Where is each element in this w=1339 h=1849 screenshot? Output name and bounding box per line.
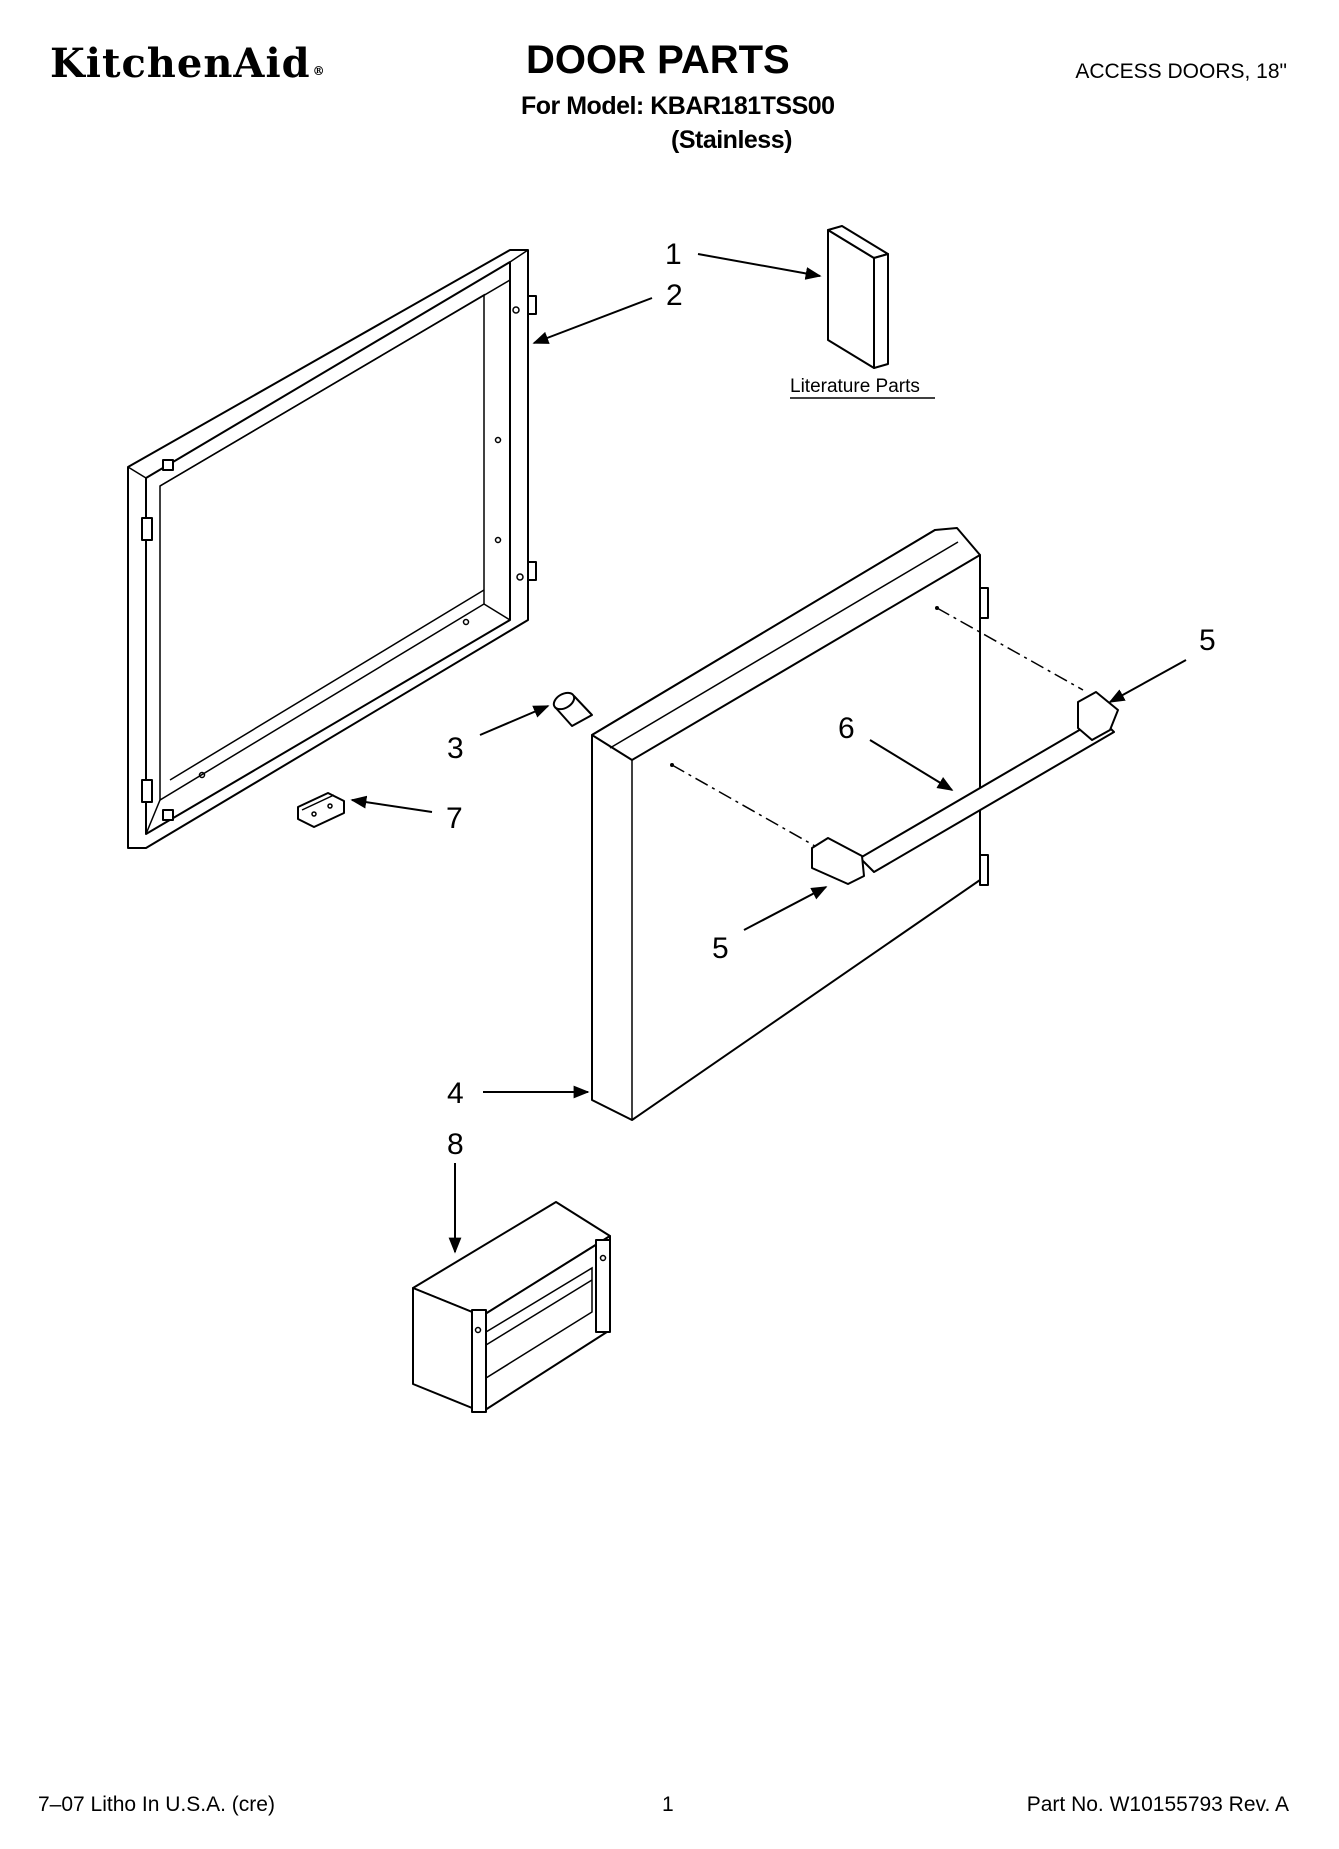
callout-8: 8: [447, 1128, 464, 1161]
print-info: 7–07 Litho In U.S.A. (cre): [38, 1793, 275, 1816]
section-label: ACCESS DOORS, 18": [1075, 60, 1287, 83]
callout-4: 4: [447, 1077, 464, 1110]
leader-arrow-5b: [743, 886, 828, 931]
part-number: Part No. W10155793 Rev. A: [1026, 1793, 1289, 1816]
leader-arrow-1: [697, 253, 822, 280]
callout-2: 2: [666, 279, 683, 312]
callout-6: 6: [838, 712, 855, 745]
door-panel-part: [591, 527, 989, 1121]
page-title: DOOR PARTS: [526, 38, 790, 82]
callout-5-right: 5: [1199, 624, 1216, 657]
bracket-box-part: [412, 1201, 611, 1413]
leader-arrow-2: [532, 297, 653, 344]
registered-mark: ®: [312, 64, 326, 78]
leader-arrow-7: [350, 795, 433, 813]
bumper-part: [552, 691, 593, 727]
brand-name: KitchenAid: [50, 40, 311, 87]
end-cap-left: [811, 837, 865, 885]
callout-7: 7: [446, 802, 463, 835]
literature-parts-label: Literature Parts: [790, 376, 920, 397]
brand-logo: KitchenAid®: [50, 40, 326, 87]
leader-arrow-6: [869, 739, 954, 791]
leader-arrow-5a: [1108, 659, 1187, 703]
finish-line: (Stainless): [671, 126, 792, 154]
end-cap-right: [1077, 691, 1119, 741]
callout-5-left: 5: [712, 932, 729, 965]
literature-booklet-part: [827, 225, 889, 369]
latch-clip-part: [297, 792, 345, 828]
page-number: 1: [662, 1793, 674, 1816]
door-frame-part: [127, 249, 537, 849]
model-line: For Model: KBAR181TSS00: [521, 92, 835, 120]
callout-3: 3: [447, 732, 464, 765]
callout-1: 1: [665, 238, 682, 271]
handle-assembly-part: [671, 607, 1119, 885]
leader-arrow-3: [479, 705, 550, 736]
